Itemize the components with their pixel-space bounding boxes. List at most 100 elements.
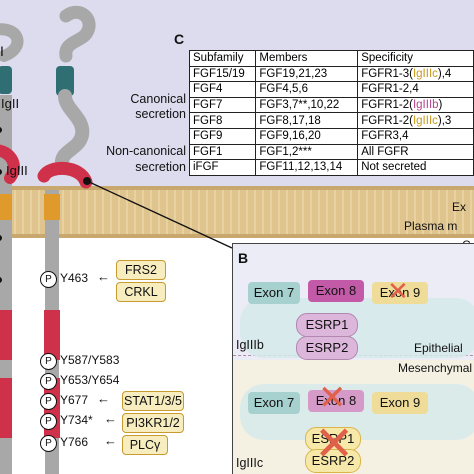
adaptor-frs2: FRS2	[116, 260, 166, 280]
phospho-circle-2: P	[40, 353, 57, 370]
cell-subfamily: FGF1	[188, 143, 257, 161]
cell-subfamily: FGF7	[188, 96, 257, 114]
receptor-left-kinase2	[0, 378, 12, 438]
exon9-mesenchymal: Exon 9	[372, 392, 428, 414]
esrp-absent-cross: ✕	[314, 418, 355, 471]
receptor-left-kinase1	[0, 310, 12, 360]
cell-specificity: FGFR1-2(IgIIIc),3	[357, 112, 474, 129]
header-subfamily: Subfamily	[188, 50, 257, 67]
cell-specificity: All FGFR	[357, 143, 474, 161]
spec-text: FGFR3,4	[361, 130, 409, 143]
canonical-label-1: Canonical	[130, 92, 186, 106]
cell-members: FGF11,12,13,14	[255, 159, 359, 176]
esrp1-epithelial: ESRP1	[296, 313, 358, 337]
spec-suffix: ),4	[437, 67, 452, 80]
header-specificity: Specificity	[357, 50, 474, 67]
spec-text: Not secreted	[361, 161, 427, 174]
spec-text: FGFR1-2(	[361, 114, 413, 127]
adaptor-crkl: CRKL	[116, 282, 166, 302]
receptor-left-ig1-loop	[0, 23, 24, 62]
spec-isoform: IgIIIc	[412, 67, 438, 80]
cell-subfamily: FGF8	[188, 112, 257, 129]
cell-subfamily: FGF9	[188, 127, 257, 145]
receptor-right-ig1-block	[56, 66, 74, 96]
spec-text: FGFR1-2(	[361, 99, 413, 112]
site-y677: Y677	[60, 393, 89, 407]
label-dot-y463	[0, 277, 2, 283]
spec-isoform: IgIIIc	[412, 114, 438, 127]
esrp2-epithelial: ESRP2	[296, 336, 358, 360]
receptor-right-tm	[44, 194, 60, 220]
site-y766: Y766	[60, 435, 89, 449]
connector-line	[86, 180, 233, 249]
site-y734: Y734*	[60, 413, 93, 427]
adaptor-plcg: PLCγ	[122, 435, 168, 455]
ig1-label: I	[0, 43, 4, 59]
spec-isoform: IgIIIb	[412, 99, 439, 112]
arrow-plcg: ←	[104, 433, 117, 448]
exon8-epithelial: Exon 8	[308, 280, 364, 302]
mesenchymal-label: Mesenchymal	[398, 361, 473, 375]
isoform-igiiic: IgIIIc	[236, 456, 264, 470]
label-dot-tm	[0, 235, 2, 241]
exon8-excluded-cross: ✕	[318, 379, 347, 417]
plasma-membrane	[0, 188, 474, 236]
cell-members: FGF8,17,18	[255, 112, 359, 129]
epithelial-label: Epithelial	[414, 341, 463, 355]
exon7-mesenchymal: Exon 7	[248, 392, 300, 414]
panel-b-letter: B	[238, 250, 249, 266]
receptor-right-ig3	[37, 162, 93, 189]
ig3-label: IgIII	[6, 163, 28, 178]
receptor-left-ig3-red	[0, 144, 20, 184]
membrane-outer-edge	[0, 186, 474, 190]
phospho-circle-3: P	[40, 373, 57, 390]
panel-c-letter: C	[174, 31, 185, 47]
cell-subfamily: FGF4	[188, 81, 257, 98]
exon9-excluded-cross: ✕	[387, 276, 409, 306]
cell-members: FGF4,5,6	[255, 81, 359, 98]
arrow-frs2: ←	[97, 269, 110, 284]
spec-suffix: )	[438, 99, 443, 112]
adaptor-stat: STAT1/3/5	[122, 391, 184, 411]
table-header-row: Subfamily Members Specificity	[188, 50, 474, 67]
receptor-right-ig1-loop	[59, 5, 96, 63]
cell-specificity: FGFR1-2,4	[357, 81, 474, 98]
spec-text: FGFR1-3(	[361, 67, 413, 80]
site-y653: Y653/Y654	[60, 373, 120, 387]
arrow-stat: ←	[97, 391, 110, 406]
cell-specificity: FGFR1-2(IgIIIb)	[357, 96, 474, 114]
receptor-right-ig2	[54, 89, 90, 172]
phospho-circle-5: P	[40, 413, 57, 430]
cell-subfamily: FGF15/19	[188, 65, 257, 83]
cell-specificity: FGFR1-3(IgIIIc),4	[357, 65, 474, 83]
exon9-epithelial: Exon 9	[372, 282, 428, 304]
spec-text: FGFR1-2,4	[361, 83, 419, 96]
exon7-epithelial: Exon 7	[248, 282, 300, 304]
cell-members: FGF1,2***	[255, 143, 359, 161]
phospho-circle-4: P	[40, 393, 57, 410]
cell-specificity: FGFR3,4	[357, 127, 474, 145]
exon8-mesenchymal: Exon 8	[308, 390, 364, 412]
esrp2-mesenchymal: ESRP2	[305, 449, 361, 473]
canonical-label-2: secretion	[135, 107, 186, 121]
label-dot-ig2	[0, 127, 2, 133]
ig2-label: IgII	[1, 96, 20, 111]
plasma-membrane-label: Plasma m	[404, 219, 458, 233]
membrane-inner-edge	[0, 234, 474, 238]
adaptor-pi3kr: PI3KR1/2	[122, 413, 184, 433]
spec-text: All FGFR	[361, 145, 409, 158]
isoform-igiiib: IgIIIb	[236, 338, 264, 352]
receptor-left-tm	[0, 194, 12, 220]
label-dot-ig3	[0, 169, 2, 175]
site-y587: Y587/Y583	[60, 353, 120, 367]
site-y463: Y463	[60, 271, 89, 285]
cell-members: FGF19,21,23	[255, 65, 359, 83]
